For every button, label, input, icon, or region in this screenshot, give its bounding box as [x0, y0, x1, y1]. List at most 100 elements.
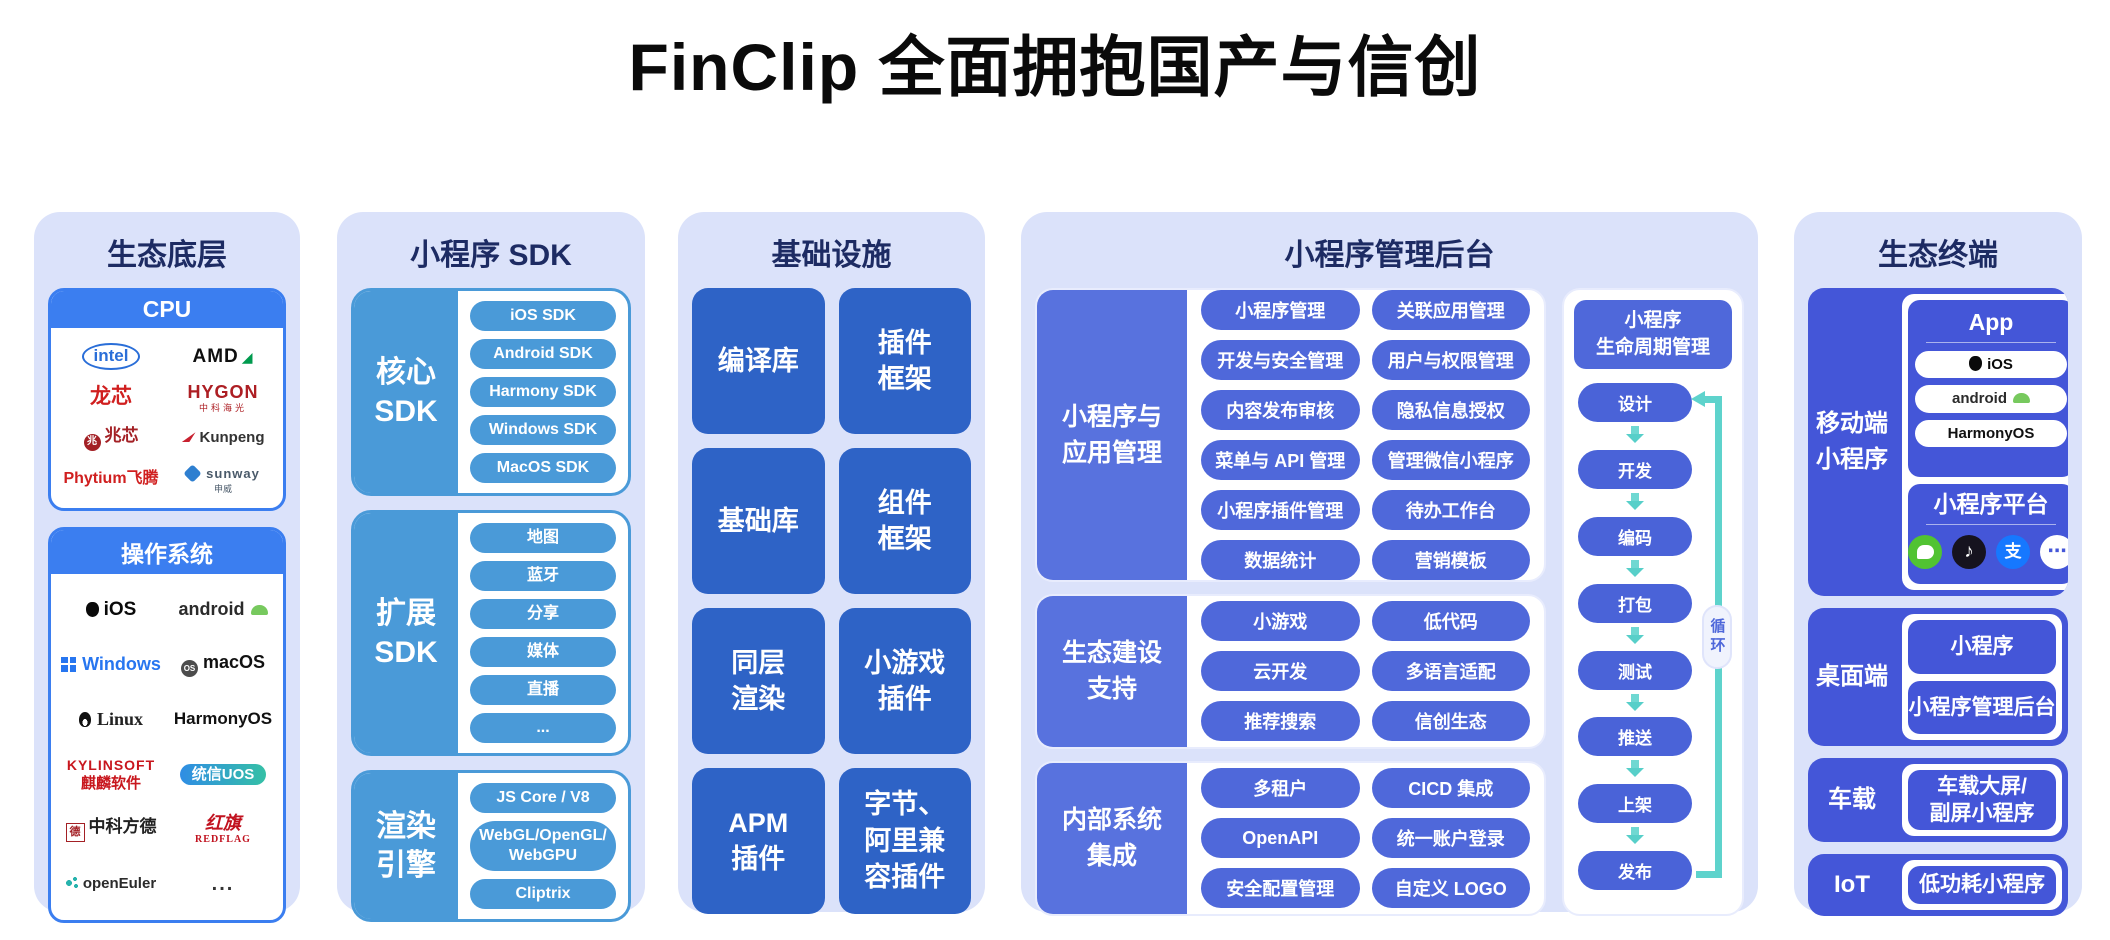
- kylinsoft-logo: KYLINSOFT 麒麟软件: [66, 756, 156, 793]
- down-arrow-icon: [1626, 827, 1644, 845]
- platform-icons: ♪ 支 ⋯: [1908, 529, 2068, 579]
- mgmt-pill: 推荐搜索: [1201, 701, 1360, 742]
- terminal-row-iot: IoT 低功耗小程序: [1808, 854, 2068, 916]
- sdk-pill: 媒体: [470, 637, 616, 667]
- lifecycle-step: 推送: [1578, 717, 1692, 778]
- down-arrow-icon: [1626, 493, 1644, 511]
- android-logo: android: [179, 599, 268, 620]
- openeuler-logo: openEuler: [66, 875, 156, 893]
- mgmt-card-label: 生态建设 支持: [1037, 595, 1187, 747]
- sdk-pill: ...: [470, 713, 616, 743]
- lifecycle-step-pill: 发布: [1578, 850, 1692, 890]
- windows-logo: Windows: [61, 654, 161, 675]
- ios-logo: iOS: [86, 599, 137, 621]
- mgmt-pill: 营销模板: [1371, 539, 1530, 580]
- infra-tile: 同层 渲染: [692, 608, 825, 754]
- core-sdk-label: 核心 SDK: [354, 291, 458, 493]
- down-arrow-icon: [1626, 559, 1644, 577]
- lifecycle-step-pill: 开发: [1578, 450, 1692, 490]
- cpu-card-header: CPU: [51, 291, 283, 328]
- mobile-label: 移动端 小程序: [1816, 410, 1888, 473]
- lifecycle-step: 打包: [1578, 583, 1692, 644]
- column-mgmt: 小程序管理后台 小程序与 应用管理 小程序管理关联应用管理开发与安全管理用户与权…: [1021, 212, 1758, 917]
- mgmt-pill: 数据统计: [1201, 539, 1360, 580]
- iot-label: IoT: [1834, 871, 1870, 898]
- ext-sdk-label: 扩展 SDK: [354, 513, 458, 753]
- infra-tile: 字节、 阿里兼 容插件: [838, 768, 971, 914]
- eco-base-title: 生态底层: [107, 239, 227, 272]
- amd-logo: AMD: [192, 346, 253, 368]
- sdk-title: 小程序 SDK: [410, 239, 572, 272]
- mgmt-pill: 关联应用管理: [1371, 289, 1530, 330]
- desktop-box: 小程序: [1908, 620, 2056, 674]
- mgmt-pill: OpenAPI: [1201, 818, 1360, 859]
- hygon-logo: HYGON 中科海光: [187, 381, 259, 414]
- mgmt-body: 小程序与 应用管理 小程序管理关联应用管理开发与安全管理用户与权限管理内容发布审…: [1035, 288, 1744, 917]
- sdk-pill: Cliptrix: [470, 879, 616, 909]
- infra-tile: 组件 框架: [838, 448, 971, 594]
- terminal-title: 生态终端: [1878, 239, 1998, 272]
- mgmt-pill: 隐私信息授权: [1371, 389, 1530, 430]
- sdk-pill: 蓝牙: [470, 561, 616, 591]
- iot-panel: 低功耗小程序: [1902, 860, 2062, 910]
- lifecycle-step: 开发: [1578, 450, 1692, 511]
- mgmt-pill: 多语言适配: [1371, 651, 1530, 692]
- mgmt-pill: 待办工作台: [1371, 489, 1530, 530]
- desktop-box: 小程序管理后台: [1908, 680, 2056, 734]
- terminal-row-desktop: 桌面端 小程序小程序管理后台: [1808, 608, 2068, 746]
- infra-tile: 基础库: [692, 448, 825, 594]
- infra-tile: 插件 框架: [838, 288, 971, 434]
- sdk-pill: WebGL/OpenGL/ WebGPU: [470, 821, 616, 871]
- mgmt-cards: 小程序与 应用管理 小程序管理关联应用管理开发与安全管理用户与权限管理内容发布审…: [1035, 288, 1546, 917]
- lifecycle-steps: 设计 开发 编码: [1574, 369, 1732, 904]
- mgmt-card-label: 内部系统 集成: [1037, 762, 1187, 915]
- divider: [1926, 341, 2056, 343]
- sdk-pill: 分享: [470, 599, 616, 629]
- kunpeng-logo: Kunpeng: [182, 429, 265, 447]
- mgmt-pill: CICD 集成: [1371, 768, 1530, 809]
- vehicle-panel: 车载大屏/ 副屏小程序: [1902, 764, 2062, 836]
- sdk-pill: Android SDK: [470, 339, 616, 369]
- mgmt-card-app-management: 小程序与 应用管理 小程序管理关联应用管理开发与安全管理用户与权限管理内容发布审…: [1035, 288, 1546, 582]
- mgmt-pill: 小游戏: [1201, 601, 1360, 642]
- mgmt-pill: 信创生态: [1371, 701, 1530, 742]
- lifecycle-step-pill: 上架: [1578, 784, 1692, 824]
- cpu-logo-grid: intel AMD 龙芯 HYGON 中: [51, 328, 283, 508]
- app-pill-ios: iOS: [1915, 350, 2067, 379]
- sdk-pill: MacOS SDK: [470, 453, 616, 483]
- harmonyos-logo: HarmonyOS: [173, 709, 273, 729]
- app-pill-harmonyos: HarmonyOS: [1915, 419, 2067, 448]
- lifecycle-step: 设计: [1578, 383, 1692, 444]
- sdk-pill: 地图: [470, 523, 616, 553]
- down-arrow-icon: [1626, 760, 1644, 778]
- os-card: 操作系统 iOS android Windows: [48, 527, 286, 923]
- more-logos-ellipsis: ...: [211, 873, 235, 895]
- lifecycle-panel: 小程序 生命周期管理 设计 开发: [1562, 288, 1744, 916]
- lifecycle-step-pill: 打包: [1578, 583, 1692, 623]
- redflag-logo: 红旗 REDFLAG: [195, 813, 251, 846]
- column-eco-base: 生态底层 CPU intel AMD 龙芯: [34, 212, 300, 923]
- uos-logo: 统信UOS: [179, 763, 267, 786]
- lifecycle-step-pill: 设计: [1578, 383, 1692, 423]
- ext-sdk-pills: 地图蓝牙分享媒体直播...: [458, 513, 628, 753]
- lifecycle-header: 小程序 生命周期管理: [1574, 300, 1732, 370]
- vehicle-label: 车载: [1828, 786, 1876, 813]
- sdk-pill: Windows SDK: [470, 415, 616, 445]
- intel-logo: intel: [81, 342, 141, 371]
- desktop-panel: 小程序小程序管理后台: [1902, 614, 2062, 740]
- zhaoxin-logo: 兆芯: [84, 426, 139, 450]
- more-platforms-icon: ⋯: [2040, 535, 2068, 570]
- sdk-pill: Harmony SDK: [470, 377, 616, 407]
- iot-box: 低功耗小程序: [1908, 866, 2056, 904]
- lifecycle-step: 上架: [1578, 784, 1692, 845]
- mgmt-pill: 云开发: [1201, 651, 1360, 692]
- app-box: App iOS android: [1908, 300, 2068, 477]
- os-card-header: 操作系统: [51, 530, 283, 574]
- down-arrow-icon: [1626, 426, 1644, 444]
- infra-tile: 小游戏 插件: [838, 608, 971, 754]
